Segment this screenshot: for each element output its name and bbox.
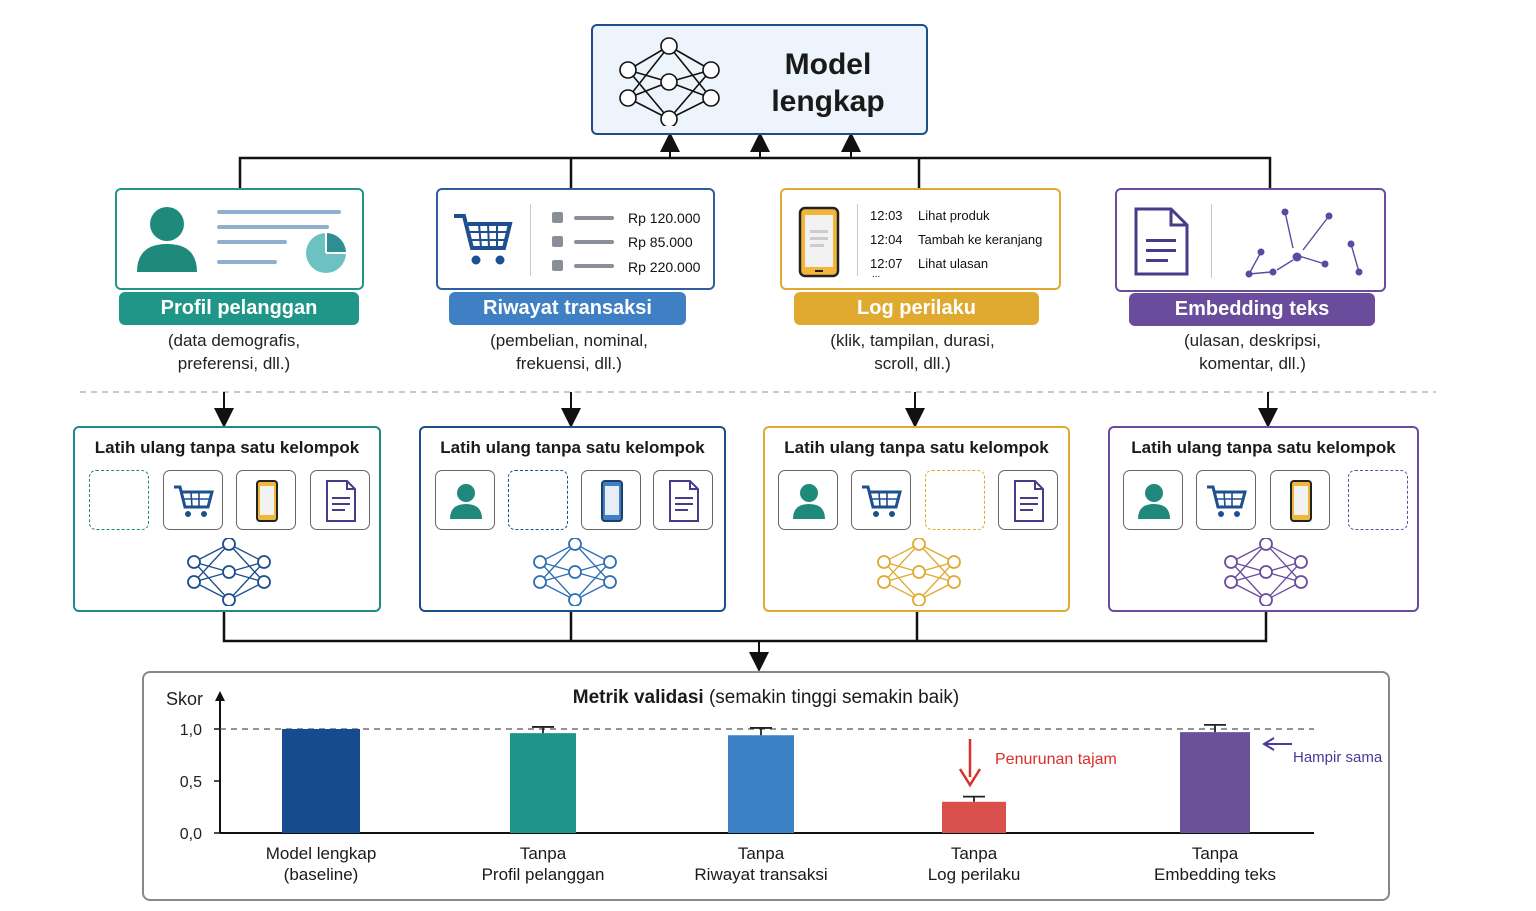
bar: [282, 729, 360, 833]
user-icon: [793, 484, 825, 519]
document-icon: [326, 480, 356, 522]
neural-network-icon: [1223, 538, 1308, 606]
full-model-title: Model lengkap: [771, 48, 885, 118]
feature-group-slot: [998, 470, 1058, 530]
y-tick-label: 0,0: [180, 826, 202, 843]
log-time: 12:03: [870, 208, 903, 223]
log-event: Tambah ke keranjang: [918, 232, 1043, 247]
phone-icon: [798, 206, 840, 278]
phone-icon: [601, 480, 623, 522]
label-log-perilaku: Log perilaku: [794, 292, 1039, 325]
feature-group-slot: [1123, 470, 1183, 530]
log-event: Lihat ulasan: [918, 256, 989, 271]
card-riwayat-transaksi: Rp 120.000 Rp 85.000 Rp 220.000: [436, 188, 715, 290]
bar: [1180, 732, 1250, 833]
label-profil-pelanggan: Profil pelanggan: [119, 292, 359, 325]
validation-chart: Metrik validasi (semakin tinggi semakin …: [142, 671, 1390, 901]
full-model-box: Model lengkap: [591, 24, 928, 135]
desc-log-perilaku: (klik, tampilan, durasi,scroll, dll.): [830, 331, 995, 373]
chart-title: Metrik validasi (semakin tinggi semakin …: [572, 687, 960, 708]
user-icon: [137, 207, 197, 272]
neural-network-icon: [619, 37, 720, 126]
retrain-title: Latih ulang tanpa satu kelompok: [94, 438, 360, 457]
user-icon: [1138, 484, 1170, 519]
removed-group-slot: [925, 470, 985, 530]
removed-group-slot: [1348, 470, 1408, 530]
log-event: Lihat produk: [918, 208, 990, 223]
profile-details-icon: [217, 210, 346, 273]
document-icon: [669, 480, 699, 522]
retrain-without-transaksi: Latih ulang tanpa satu kelompok: [419, 426, 726, 612]
desc-riwayat-transaksi: (pembelian, nominal,frekuensi, dll.): [490, 331, 648, 373]
document-icon: [1014, 480, 1044, 522]
phone-icon: [1290, 480, 1312, 522]
svg-text:Penurunan tajam: Penurunan tajam: [995, 751, 1117, 768]
feature-group-slot: [653, 470, 713, 530]
y-axis-arrow: [215, 691, 225, 701]
neural-network-icon: [187, 538, 271, 606]
y-tick-label: 1,0: [180, 722, 202, 739]
feature-group-slot: [1270, 470, 1330, 530]
transaction-amount: Rp 220.000: [628, 259, 701, 275]
document-icon: [1134, 207, 1189, 276]
feature-group-slot: [778, 470, 838, 530]
feature-group-slot: [310, 470, 370, 530]
retrain-title: Latih ulang tanpa satu kelompok: [784, 438, 1049, 457]
label-embedding-teks: Embedding teks: [1129, 293, 1375, 326]
neural-network-icon: [532, 538, 617, 606]
card-log-perilaku: 12:03 Lihat produk 12:04 Tambah ke keran…: [780, 188, 1061, 290]
cart-icon: [862, 485, 902, 517]
retrain-title: Latih ulang tanpa satu kelompok: [1131, 438, 1396, 457]
feature-group-slot: [1196, 470, 1256, 530]
transaction-rows-icon: [552, 212, 614, 271]
log-time: 12:04: [870, 232, 903, 247]
retrain-without-teks: Latih ulang tanpa satu kelompok: [1108, 426, 1419, 612]
embedding-graph-icon: [1245, 208, 1363, 278]
desc-profil-pelanggan: (data demografis,preferensi, dll.): [167, 331, 301, 373]
feature-group-slot: [236, 470, 296, 530]
removed-group-slot: [508, 470, 568, 530]
bar: [942, 801, 1006, 833]
neural-network-icon: [876, 538, 961, 606]
feature-group-slot: [851, 470, 911, 530]
removed-group-slot: [89, 470, 149, 530]
phone-icon: [256, 480, 278, 522]
y-tick-label: 0,5: [180, 774, 202, 791]
feature-group-slot: [435, 470, 495, 530]
error-bar: [750, 727, 772, 736]
label-riwayat-transaksi: Riwayat transaksi: [449, 292, 686, 325]
log-more: ...: [872, 269, 881, 280]
cart-icon: [174, 485, 214, 517]
annotation-drop: Penurunan tajam: [958, 739, 1117, 788]
bar: [728, 735, 794, 833]
cart-icon: [454, 214, 513, 265]
error-bar: [1204, 723, 1226, 733]
error-bar: [963, 795, 985, 802]
error-bar: [532, 726, 554, 734]
feature-group-slot: [581, 470, 641, 530]
retrain-without-profil: Latih ulang tanpa satu kelompok: [73, 426, 381, 612]
desc-embedding-teks: (ulasan, deskripsi,komentar, dll.): [1183, 331, 1321, 373]
user-icon: [450, 484, 482, 519]
retrain-title: Latih ulang tanpa satu kelompok: [440, 438, 705, 457]
annotation-similar: Hampir sama: [1262, 737, 1383, 766]
feature-group-slot: [163, 470, 223, 530]
card-profil-pelanggan: [115, 188, 364, 290]
cart-icon: [1207, 485, 1247, 517]
transaction-amount: Rp 120.000: [628, 210, 701, 226]
svg-text:Hampir sama: Hampir sama: [1293, 749, 1383, 766]
bar: [510, 733, 576, 833]
retrain-without-log: Latih ulang tanpa satu kelompok: [763, 426, 1070, 612]
transaction-amount: Rp 85.000: [628, 234, 693, 250]
log-time: 12:07: [870, 256, 903, 271]
y-axis-label: Skor: [166, 689, 203, 709]
card-embedding-teks: [1115, 188, 1386, 292]
x-tick-label: Model lengkap(baseline): [266, 844, 377, 884]
